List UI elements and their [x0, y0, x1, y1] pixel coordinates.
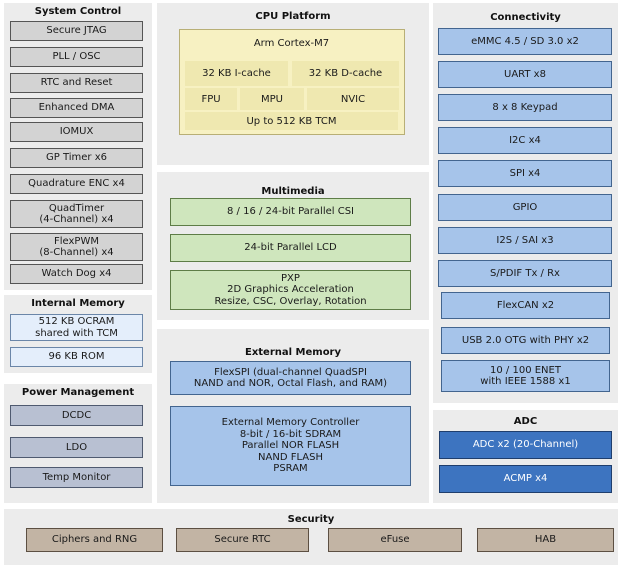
- power-management-panel: Power Management DCDC LDO Temp Monitor: [4, 384, 152, 503]
- internal-memory-title: Internal Memory: [31, 298, 125, 309]
- efuse-block: eFuse: [328, 528, 462, 552]
- secure-jtag-block: Secure JTAG: [10, 21, 143, 41]
- internal-memory-panel: Internal Memory 512 KB OCRAM shared with…: [4, 295, 152, 373]
- gp-timer-block: GP Timer x6: [10, 148, 143, 168]
- icache-block: 32 KB I-cache: [185, 61, 288, 86]
- system-control-panel: System Control Secure JTAG PLL / OSC RTC…: [4, 3, 152, 290]
- spi-block: SPI x4: [438, 160, 612, 187]
- dcache-block: 32 KB D-cache: [292, 61, 399, 86]
- watchdog-block: Watch Dog x4: [10, 264, 143, 284]
- rom-block: 96 KB ROM: [10, 347, 143, 367]
- rtc-reset-block: RTC and Reset: [10, 73, 143, 93]
- quadtimer-block: QuadTimer (4-Channel) x4: [10, 200, 143, 228]
- keypad-block: 8 x 8 Keypad: [438, 94, 612, 121]
- flexspi-block: FlexSPI (dual-channel QuadSPI NAND and N…: [170, 361, 411, 395]
- external-memory-controller-block: External Memory Controller 8-bit / 16-bi…: [170, 406, 411, 486]
- cpu-platform-panel: CPU Platform Arm Cortex-M7 32 KB I-cache…: [157, 3, 429, 165]
- multimedia-panel: Multimedia 8 / 16 / 24-bit Parallel CSI …: [157, 172, 429, 320]
- pll-osc-block: PLL / OSC: [10, 47, 143, 67]
- acmp-block: ACMP x4: [439, 465, 612, 493]
- adc-panel: ADC ADC x2 (20-Channel) ACMP x4: [433, 410, 618, 503]
- security-panel: Security Ciphers and RNG Secure RTC eFus…: [4, 509, 618, 565]
- emmc-sd-block: eMMC 4.5 / SD 3.0 x2: [438, 28, 612, 55]
- external-memory-panel: External Memory FlexSPI (dual-channel Qu…: [157, 329, 429, 503]
- flexcan-block: FlexCAN x2: [441, 292, 610, 319]
- fpu-block: FPU: [185, 88, 237, 110]
- usb-otg-block: USB 2.0 OTG with PHY x2: [441, 327, 610, 354]
- gpio-block: GPIO: [438, 194, 612, 221]
- iomux-block: IOMUX: [10, 122, 143, 142]
- ldo-block: LDO: [10, 437, 143, 458]
- enet-block: 10 / 100 ENET with IEEE 1588 x1: [441, 360, 610, 392]
- secure-rtc-block: Secure RTC: [176, 528, 309, 552]
- mpu-block: MPU: [240, 88, 304, 110]
- hab-block: HAB: [477, 528, 614, 552]
- system-control-title: System Control: [34, 6, 122, 17]
- parallel-lcd-block: 24-bit Parallel LCD: [170, 234, 411, 262]
- adc-block: ADC x2 (20-Channel): [439, 431, 612, 459]
- adc-title: ADC: [513, 416, 538, 427]
- tcm-block: Up to 512 KB TCM: [185, 112, 398, 130]
- cpu-platform-title: CPU Platform: [255, 11, 331, 22]
- ocram-block: 512 KB OCRAM shared with TCM: [10, 314, 143, 341]
- ciphers-rng-block: Ciphers and RNG: [26, 528, 163, 552]
- nvic-block: NVIC: [307, 88, 399, 110]
- connectivity-title: Connectivity: [490, 12, 561, 23]
- security-title: Security: [287, 514, 335, 525]
- quadrature-enc-block: Quadrature ENC x4: [10, 174, 143, 194]
- enhanced-dma-block: Enhanced DMA: [10, 98, 143, 118]
- external-memory-title: External Memory: [244, 347, 342, 358]
- i2s-sai-block: I2S / SAI x3: [438, 227, 612, 254]
- connectivity-panel: Connectivity eMMC 4.5 / SD 3.0 x2 UART x…: [433, 3, 618, 403]
- temp-monitor-block: Temp Monitor: [10, 467, 143, 488]
- core-label: Arm Cortex-M7: [253, 37, 330, 49]
- cortex-m7-block: Arm Cortex-M7 32 KB I-cache 32 KB D-cach…: [179, 29, 405, 135]
- flexpwm-block: FlexPWM (8-Channel) x4: [10, 233, 143, 261]
- i2c-block: I2C x4: [438, 127, 612, 154]
- parallel-csi-block: 8 / 16 / 24-bit Parallel CSI: [170, 198, 411, 226]
- pxp-block: PXP 2D Graphics Acceleration Resize, CSC…: [170, 270, 411, 310]
- uart-block: UART x8: [438, 61, 612, 88]
- dcdc-block: DCDC: [10, 405, 143, 426]
- spdif-block: S/PDIF Tx / Rx: [438, 260, 612, 287]
- power-management-title: Power Management: [21, 387, 135, 398]
- multimedia-title: Multimedia: [261, 186, 325, 197]
